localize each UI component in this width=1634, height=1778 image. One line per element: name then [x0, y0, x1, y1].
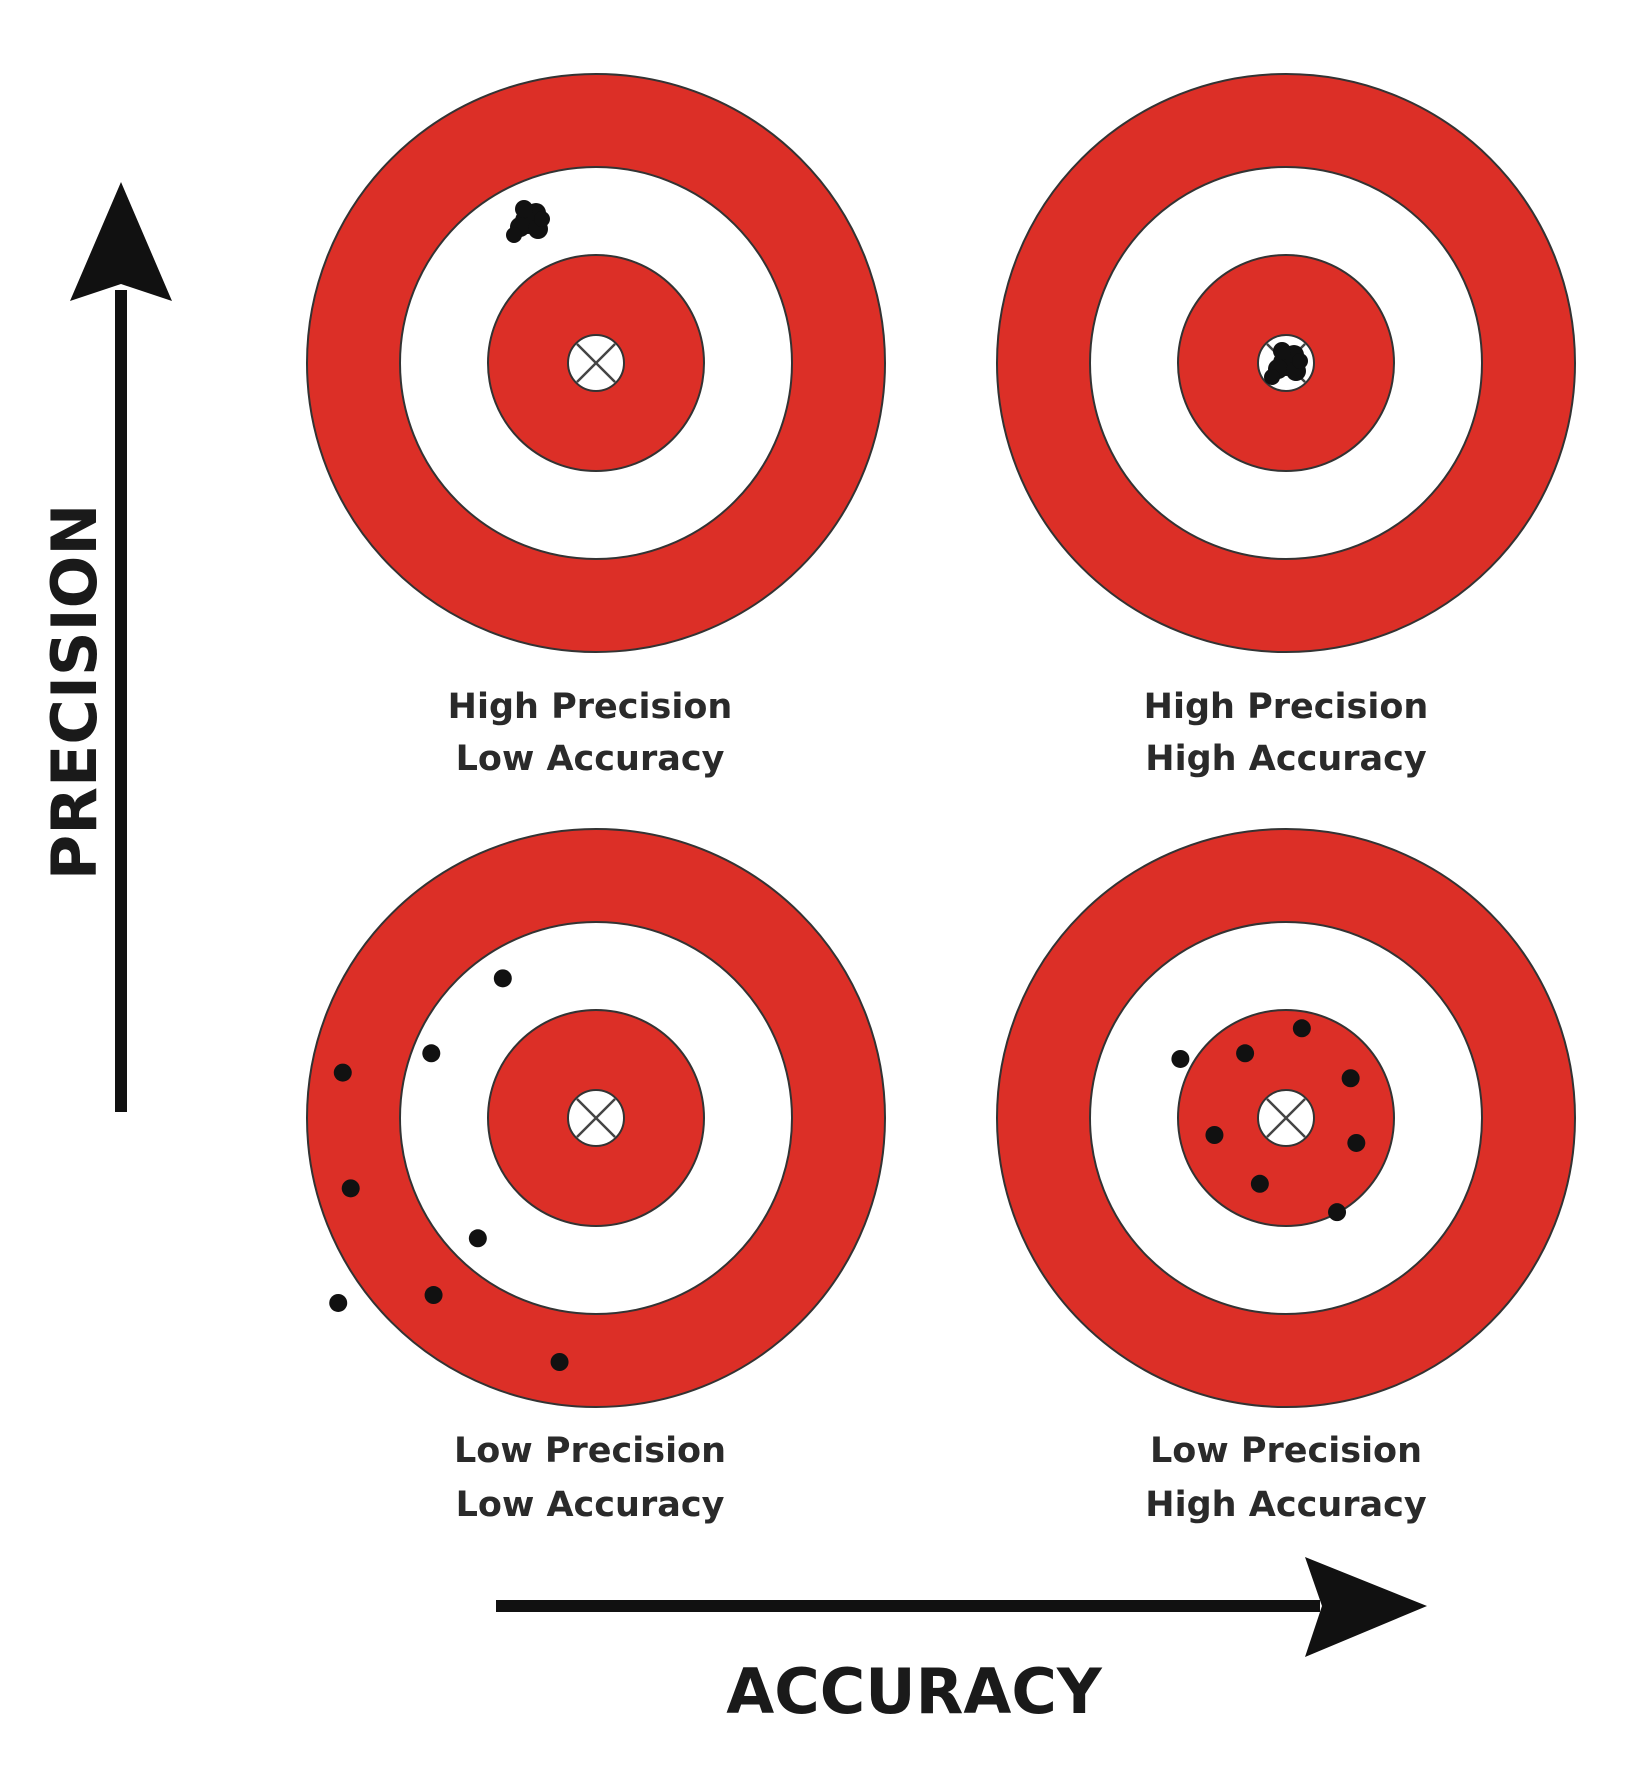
label-hp-la-line2: Low Accuracy [456, 739, 725, 779]
shot-hole [1347, 1133, 1366, 1152]
label-lp-la-line2: Low Accuracy [456, 1485, 725, 1525]
precision-arrow [70, 182, 172, 1112]
precision-axis-label: PRECISION [38, 504, 111, 880]
label-lp-la-line1: Low Precision [454, 1431, 726, 1471]
shot-cluster [506, 200, 550, 243]
shot-hole [1250, 1174, 1269, 1193]
target-lp-la [306, 828, 886, 1408]
crosshair-icon [576, 1098, 616, 1138]
accuracy-arrow [496, 1557, 1427, 1657]
shot-hole [1292, 353, 1308, 369]
shot-hole [534, 211, 550, 227]
target-hp-la [306, 73, 886, 653]
crosshair-icon [576, 343, 616, 383]
label-hp-la-line1: High Precision [448, 687, 733, 727]
shot-hole [468, 1229, 487, 1248]
crosshair-icon [1266, 1098, 1306, 1138]
shot-hole [1341, 1069, 1360, 1088]
shot-hole [1171, 1049, 1190, 1068]
shot-hole [1328, 1203, 1347, 1222]
shot-hole [1292, 1019, 1311, 1038]
shot-hole [515, 200, 533, 218]
shot-hole [1273, 342, 1291, 360]
label-hp-ha-line1: High Precision [1144, 687, 1429, 727]
shot-hole [1236, 1044, 1255, 1063]
accuracy-axis-label: ACCURACY [726, 1655, 1103, 1728]
shot-cluster [1264, 342, 1308, 385]
shot-hole [422, 1044, 441, 1063]
label-lp-ha-line2: High Accuracy [1145, 1485, 1427, 1525]
shot-hole [550, 1353, 569, 1371]
target-lp-ha [996, 828, 1576, 1408]
target-hp-ha [996, 73, 1576, 653]
shot-hole [329, 1293, 348, 1312]
label-hp-ha-line2: High Accuracy [1145, 739, 1427, 779]
shot-hole [341, 1179, 360, 1198]
shot-hole [424, 1286, 443, 1305]
shot-hole [333, 1063, 352, 1082]
shot-hole [1264, 369, 1280, 385]
shot-hole [1205, 1126, 1224, 1144]
shot-hole [493, 969, 512, 988]
label-lp-ha-line1: Low Precision [1150, 1431, 1422, 1471]
shot-hole [506, 227, 522, 243]
